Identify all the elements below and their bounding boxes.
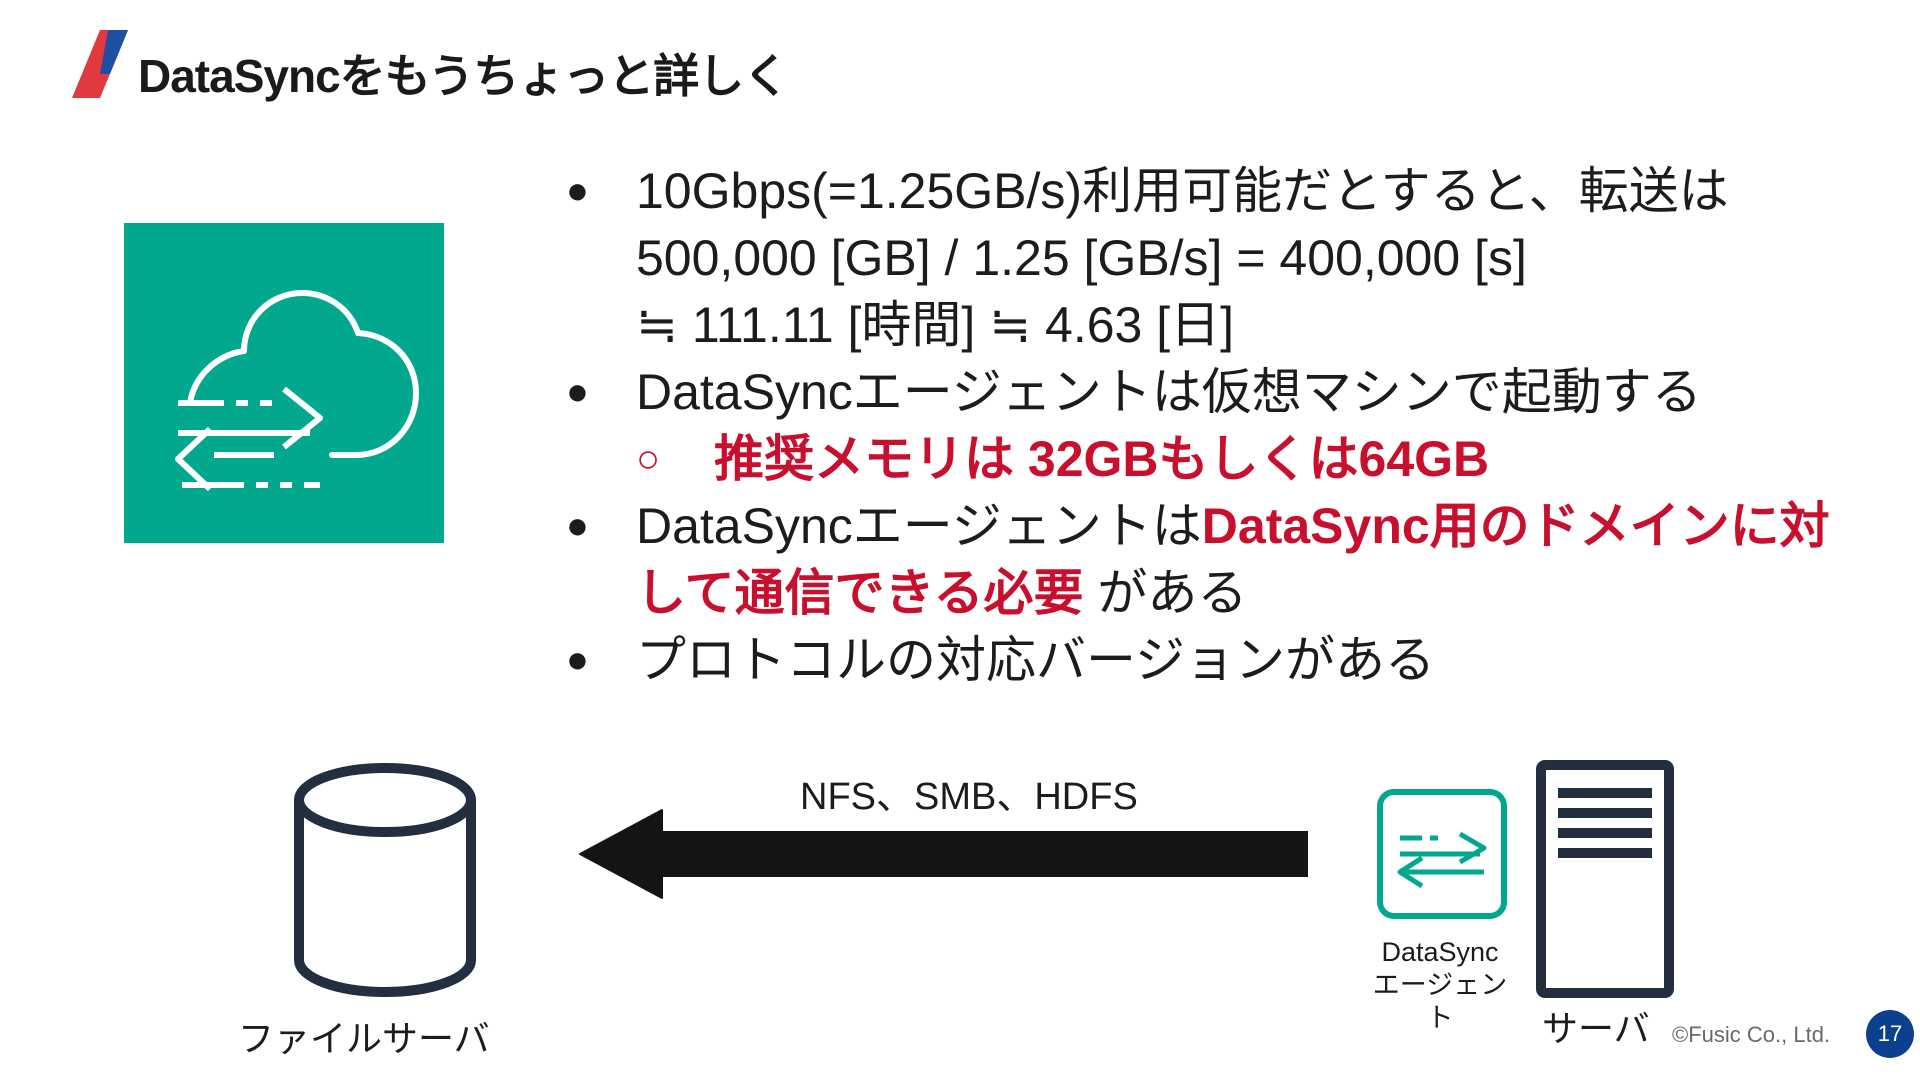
bullet-protocol-version: ● プロトコルの対応バージョンがある xyxy=(566,627,1906,694)
protocol-label: NFS、SMB、HDFS xyxy=(800,776,1138,818)
server-tower-icon xyxy=(1536,760,1674,998)
bullet-marker: ● xyxy=(566,505,589,547)
bullet-marker: ● xyxy=(566,639,589,681)
agent-label-line: DataSync xyxy=(1381,937,1499,967)
bullet-text: プロトコルの対応バージョンがある xyxy=(636,632,1435,688)
bullet-text: ≒ 111.11 [時間] ≒ 4.63 [日] xyxy=(636,297,1235,353)
file-server-label: ファイルサーバ xyxy=(238,1018,490,1059)
sub-bullet: ○ 推奨メモリは 32GBもしくは64GB xyxy=(636,426,1906,493)
datasync-agent-label: DataSync エージェント xyxy=(1360,936,1520,1035)
datasync-agent-icon xyxy=(1377,789,1507,919)
bullet-text: DataSyncエージェントは xyxy=(636,498,1202,554)
bullet-highlight: して通信できる必要 xyxy=(636,565,1084,621)
bullet-marker: ● xyxy=(566,371,589,413)
bullet-agent-domain: ● DataSyncエージェントはDataSync用のドメインに対 して通信でき… xyxy=(566,493,1906,627)
bullet-agent-vm: ● DataSyncエージェントは仮想マシンで起動する ○ 推奨メモリは 32G… xyxy=(566,359,1906,493)
database-cylinder-icon xyxy=(294,763,476,998)
bullet-list: ● 10Gbps(=1.25GB/s)利用可能だとすると、転送は 500,000… xyxy=(566,158,1906,694)
title-accent-slash xyxy=(72,30,128,98)
sub-bullet-marker: ○ xyxy=(636,437,661,481)
agent-label-line: エージェント xyxy=(1372,970,1508,1033)
bullet-text: 10Gbps(=1.25GB/s)利用可能だとすると、転送は xyxy=(636,163,1729,219)
bullet-text: DataSyncエージェントは仮想マシンで起動する xyxy=(636,364,1702,420)
copyright-text: ©Fusic Co., Ltd. xyxy=(1672,1022,1831,1047)
bullet-highlight: DataSync用のドメインに対 xyxy=(1201,498,1830,554)
bullet-transfer-time: ● 10Gbps(=1.25GB/s)利用可能だとすると、転送は 500,000… xyxy=(566,158,1906,359)
slide-title: DataSyncをもうちょっと詳しく xyxy=(138,50,789,102)
bullet-text: 500,000 [GB] / 1.25 [GB/s] = 400,000 [s] xyxy=(636,230,1527,286)
bullet-marker: ● xyxy=(566,170,589,212)
page-number-badge: 17 xyxy=(1866,1010,1914,1058)
left-arrow-icon xyxy=(579,809,1308,899)
datasync-cloud-transfer-icon xyxy=(124,223,444,543)
sub-bullet-text: 推奨メモリは 32GBもしくは64GB xyxy=(714,431,1490,487)
server-label: サーバ xyxy=(1542,1008,1650,1049)
bullet-text: がある xyxy=(1083,565,1248,621)
